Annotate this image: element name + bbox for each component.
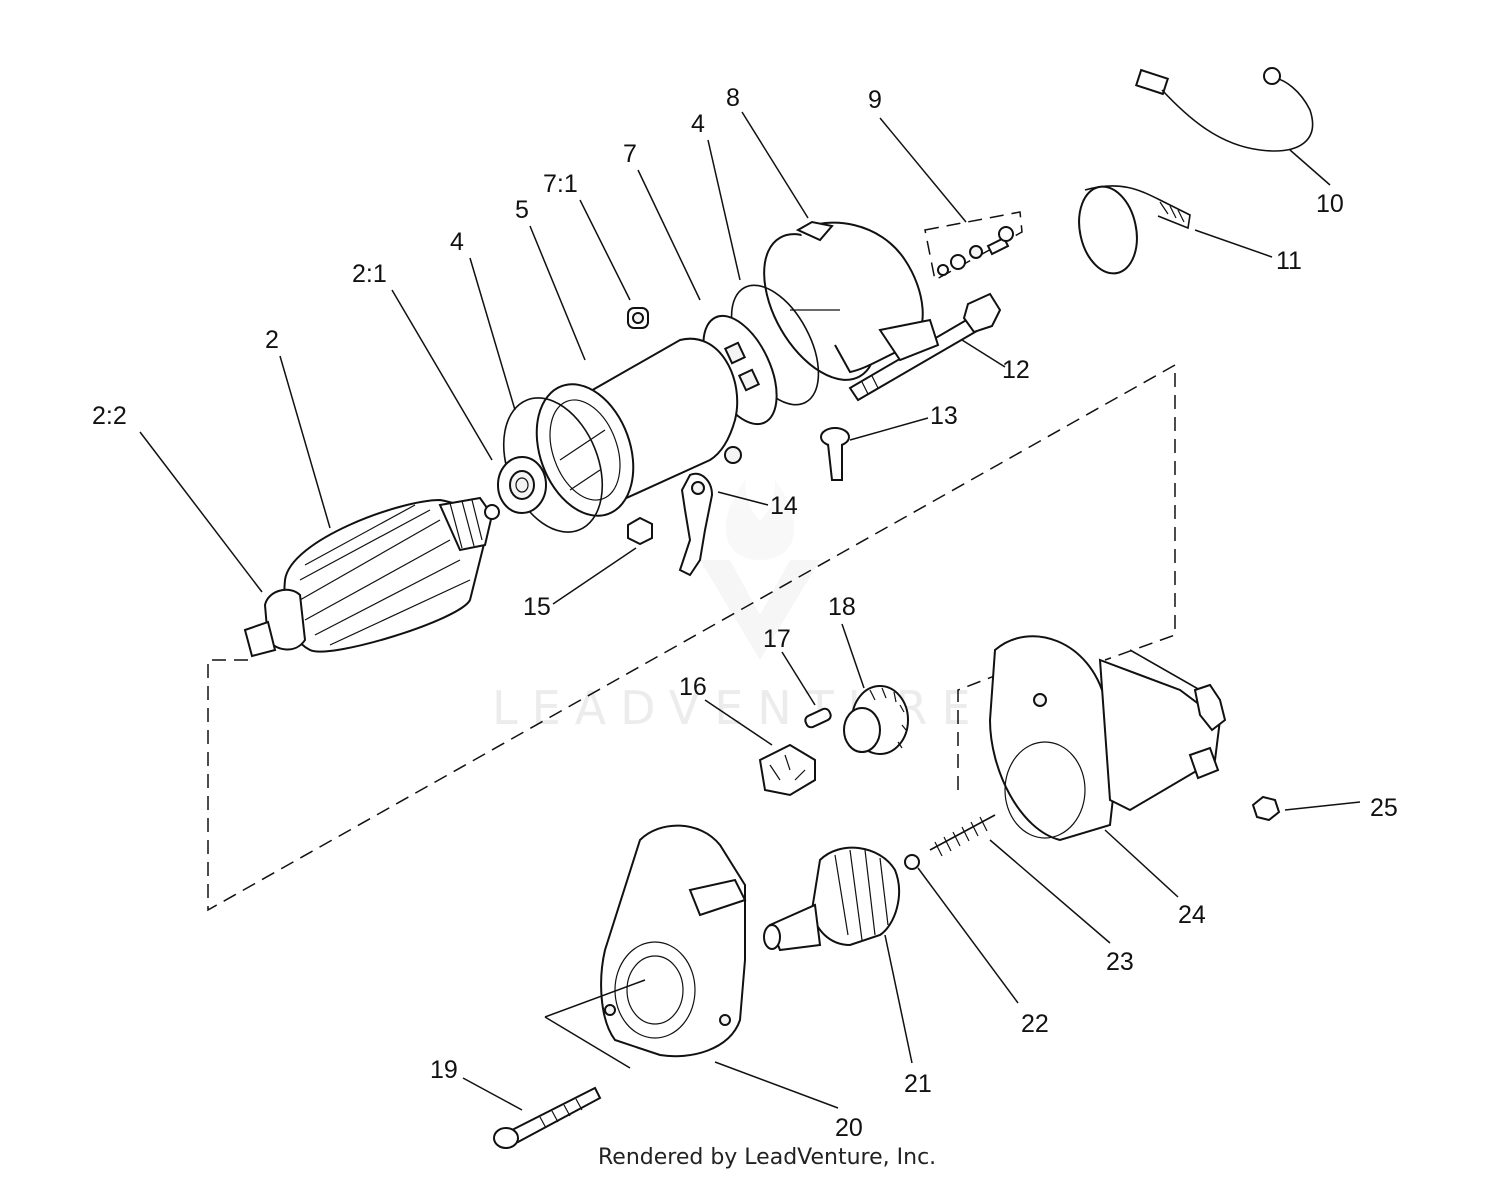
nut-15-part bbox=[627, 516, 653, 546]
ball-part bbox=[904, 854, 920, 870]
callout-20: 20 bbox=[835, 1114, 863, 1142]
armature-part bbox=[243, 496, 500, 658]
nut-25-part bbox=[1251, 795, 1281, 822]
callout-9: 9 bbox=[868, 86, 882, 114]
housing-part bbox=[988, 635, 1227, 842]
drive-housing-part bbox=[600, 824, 747, 1058]
callout-4-upper: 4 bbox=[691, 110, 705, 138]
callout-23: 23 bbox=[1106, 948, 1134, 976]
hardware-set-part bbox=[937, 226, 1014, 276]
callout-8: 8 bbox=[726, 84, 740, 112]
callout-13: 13 bbox=[930, 402, 958, 430]
pin-part bbox=[804, 707, 832, 729]
callout-12: 12 bbox=[1002, 356, 1030, 384]
callout-16: 16 bbox=[679, 673, 707, 701]
callout-18: 18 bbox=[828, 593, 856, 621]
band-clamp-part bbox=[1078, 185, 1191, 275]
callout-24: 24 bbox=[1178, 901, 1206, 929]
shift-lever-part bbox=[678, 472, 714, 577]
callout-17: 17 bbox=[763, 625, 791, 653]
coupler-part bbox=[758, 743, 816, 797]
pinion-drive-part bbox=[763, 846, 900, 952]
footer-credit: Rendered by LeadVenture, Inc. bbox=[598, 1145, 936, 1170]
callout-22: 22 bbox=[1021, 1010, 1049, 1038]
spring-part bbox=[929, 814, 996, 857]
wire-lead-part bbox=[1134, 67, 1314, 152]
screw-part bbox=[820, 427, 850, 481]
end-cover-part bbox=[763, 220, 940, 381]
callout-7: 7 bbox=[623, 140, 637, 168]
callout-11: 11 bbox=[1276, 247, 1302, 275]
callout-19: 19 bbox=[430, 1056, 458, 1084]
watermark-logo bbox=[700, 480, 820, 660]
callout-4-lower: 4 bbox=[450, 228, 464, 256]
callout-7-1: 7:1 bbox=[543, 170, 578, 198]
callout-2-1: 2:1 bbox=[352, 260, 387, 288]
watermark-text: LEADVENTURE bbox=[492, 681, 985, 735]
gear-18-part bbox=[843, 685, 909, 755]
callout-10: 10 bbox=[1316, 190, 1344, 218]
field-frame-part bbox=[535, 337, 742, 517]
leader-lines bbox=[139, 111, 1361, 1111]
callout-2-2: 2:2 bbox=[92, 402, 127, 430]
bearing-part bbox=[497, 456, 547, 514]
brush-spring-part bbox=[627, 307, 649, 329]
callout-labels: 2:2 2 2:1 4 5 7:1 7 4 8 9 10 11 12 13 14… bbox=[92, 84, 1398, 1142]
callout-21: 21 bbox=[904, 1070, 932, 1098]
callout-14: 14 bbox=[770, 492, 798, 520]
callout-2: 2 bbox=[265, 326, 279, 354]
callout-15: 15 bbox=[523, 593, 551, 621]
callout-25: 25 bbox=[1370, 794, 1398, 822]
long-bolt-part bbox=[493, 1086, 602, 1149]
callout-5: 5 bbox=[515, 196, 529, 224]
